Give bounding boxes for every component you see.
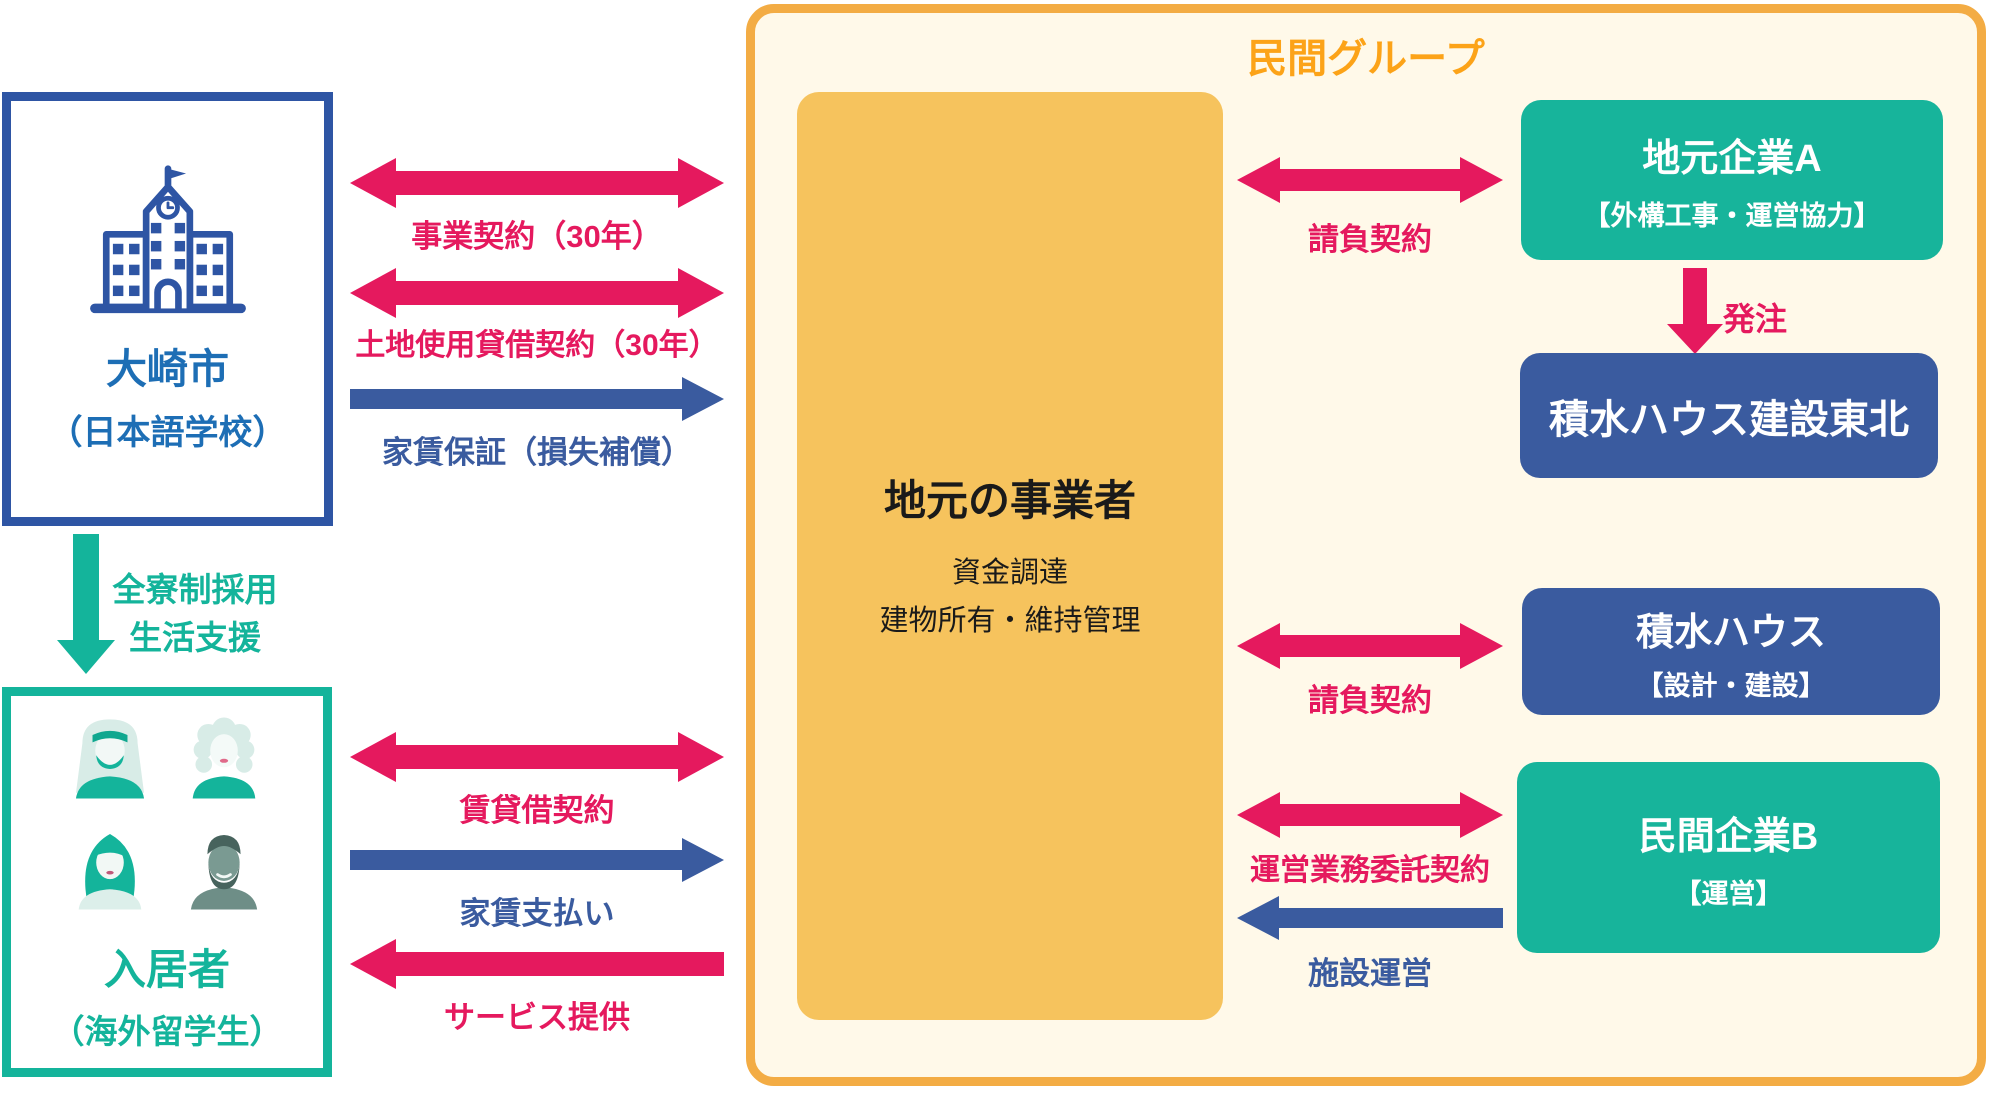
contract-a-label: 請負契約 <box>1308 222 1432 257</box>
operation-contract-label: 運営業務委託契約 <box>1250 854 1490 887</box>
contract-sekisui-label: 請負契約 <box>1308 683 1432 718</box>
rent-guarantee-label: 家賃保証（損失補償） <box>382 435 692 470</box>
rent-payment-label: 家賃支払い <box>459 896 615 931</box>
city-box: 大崎市 （日本語学校） <box>2 92 333 526</box>
lease-contract-arrow <box>350 732 724 782</box>
business-contract-label: 事業契約（30年） <box>411 219 663 254</box>
local-operator-line-2: 建物所有・維持管理 <box>879 604 1141 637</box>
city-box-subtitle: （日本語学校） <box>48 414 287 452</box>
company-a-title: 地元企業A <box>1642 138 1822 180</box>
dorm-support-arrow <box>57 534 115 674</box>
city-box-title: 大崎市 <box>106 346 229 392</box>
sekisui-subtitle: 【設計・建設】 <box>1636 670 1826 701</box>
resident-avatars <box>64 712 270 920</box>
private-group-title: 民間グループ <box>1247 37 1485 81</box>
company-a-subtitle: 【外構工事・運営協力】 <box>1583 201 1881 231</box>
facility-operation-arrow <box>1237 896 1503 940</box>
rent-payment-arrow <box>350 838 724 882</box>
lease-contract-label: 賃貸借契約 <box>459 793 615 828</box>
land-lease-arrow <box>350 268 724 318</box>
company-a-box: 地元企業A 【外構工事・運営協力】 <box>1521 100 1943 260</box>
rent-guarantee-arrow <box>350 377 724 421</box>
contract-a-arrow <box>1237 157 1503 203</box>
local-operator-line-1: 資金調達 <box>951 556 1068 589</box>
sekisui-title: 積水ハウス <box>1635 611 1826 654</box>
resident-box-subtitle: （海外留学生） <box>51 1012 283 1050</box>
sekisui-box: 積水ハウス 【設計・建設】 <box>1522 588 1940 715</box>
woman-curly-hair-avatar-icon <box>178 712 270 809</box>
order-label: 発注 <box>1723 301 1788 337</box>
sekisui-tohoku-title: 積水ハウス建設東北 <box>1549 397 1909 442</box>
woman-teal-hair-avatar-icon <box>64 823 156 920</box>
contract-sekisui-arrow <box>1237 623 1503 669</box>
service-provision-label: サービス提供 <box>444 1000 630 1035</box>
service-provision-arrow <box>350 939 724 989</box>
school-building-icon <box>87 164 249 321</box>
company-b-box: 民間企業B 【運営】 <box>1517 762 1940 953</box>
local-operator-box: 地元の事業者 資金調達 建物所有・維持管理 <box>797 92 1223 1020</box>
resident-box: 入居者 （海外留学生） <box>2 687 332 1077</box>
operation-contract-arrow <box>1237 792 1503 838</box>
facility-operation-label: 施設運営 <box>1308 956 1432 991</box>
resident-box-title: 入居者 <box>103 945 230 993</box>
local-operator-title: 地元の事業者 <box>883 476 1136 524</box>
business-contract-arrow <box>350 158 724 208</box>
man-keffiyeh-avatar-icon <box>64 712 156 809</box>
company-b-subtitle: 【運営】 <box>1674 878 1783 909</box>
private-group-panel: 民間グループ 地元の事業者 資金調達 建物所有・維持管理 地元企業A 【外構工事… <box>746 4 1986 1086</box>
sekisui-tohoku-box: 積水ハウス建設東北 <box>1520 353 1938 478</box>
land-lease-label: 土地使用貸借契約（30年） <box>355 329 719 362</box>
man-dark-avatar-icon <box>178 823 270 920</box>
company-b-title: 民間企業B <box>1638 815 1819 858</box>
order-arrow <box>1667 268 1723 354</box>
dorm-support-label: 全寮制採用 生活支援 <box>112 571 278 656</box>
